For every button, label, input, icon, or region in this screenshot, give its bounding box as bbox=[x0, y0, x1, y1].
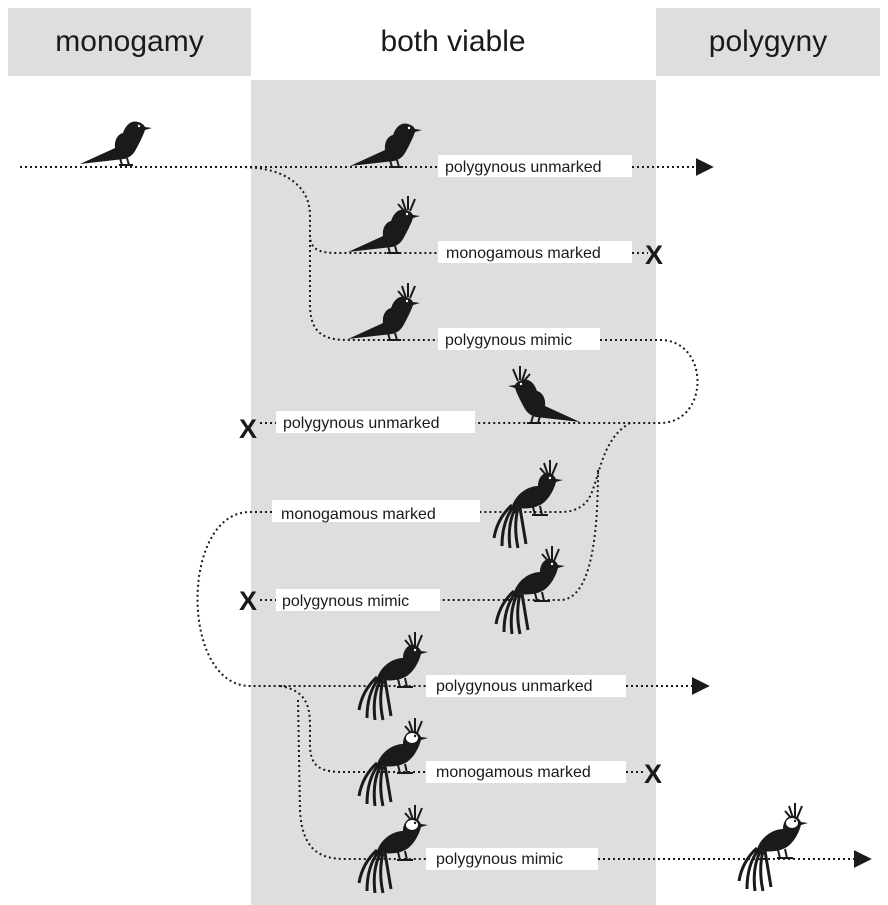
extinction-mark: X bbox=[644, 759, 662, 789]
label-monogamous-marked: monogamous marked bbox=[436, 764, 591, 781]
label-polygynous-unmarked: polygynous unmarked bbox=[436, 678, 593, 695]
label-polygynous-unmarked: polygynous unmarked bbox=[445, 159, 602, 176]
extinction-mark: X bbox=[239, 414, 257, 444]
label-polygynous-mimic: polygynous mimic bbox=[445, 332, 572, 349]
bird-longtail-faced-icon bbox=[739, 803, 808, 891]
label-polygynous-unmarked: polygynous unmarked bbox=[283, 415, 440, 432]
label-monogamous-marked: monogamous marked bbox=[446, 245, 601, 262]
extinction-mark: X bbox=[239, 586, 257, 616]
extinction-mark: X bbox=[645, 240, 663, 270]
bird-ancestor-icon bbox=[80, 121, 152, 165]
label-polygynous-mimic: polygynous mimic bbox=[282, 593, 409, 610]
label-polygynous-mimic: polygynous mimic bbox=[436, 851, 563, 868]
label-monogamous-marked: monogamous marked bbox=[281, 506, 436, 523]
